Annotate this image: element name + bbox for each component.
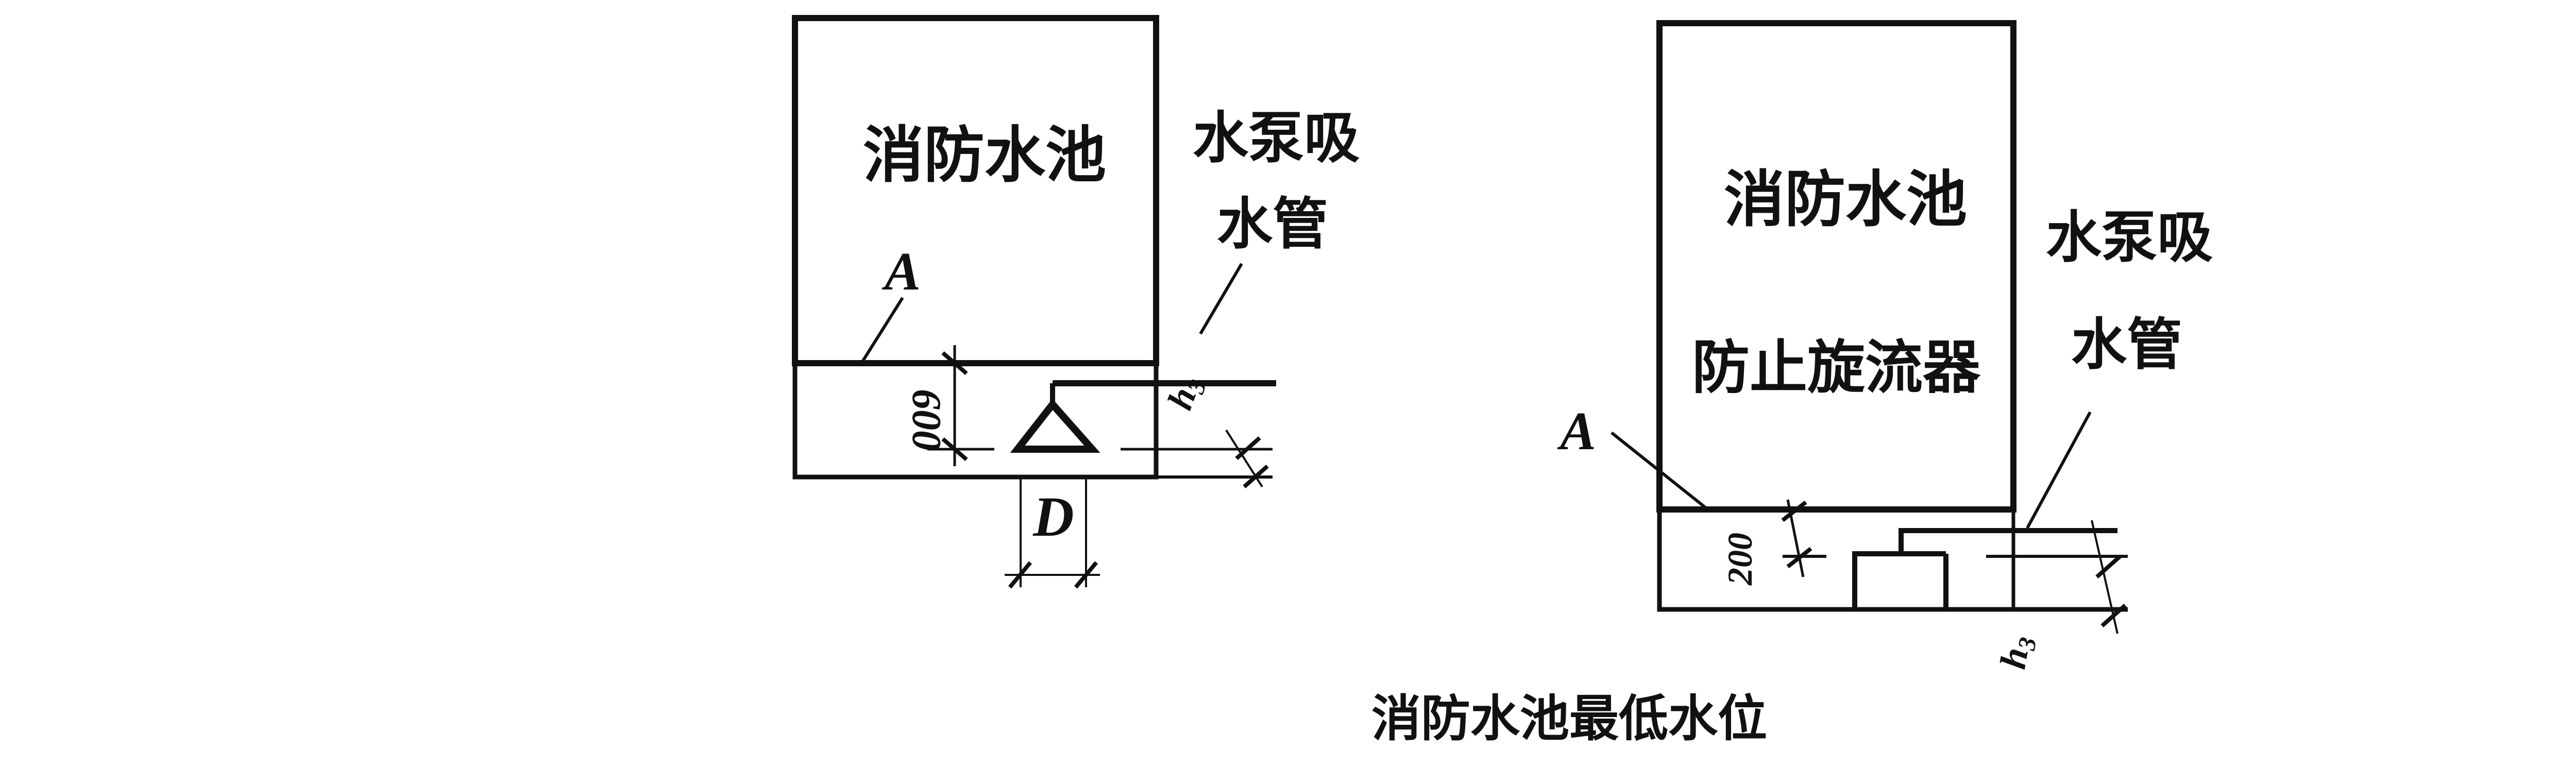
dim-tick xyxy=(1243,465,1269,488)
right-a-leader xyxy=(1611,431,1709,511)
right-sump-outline xyxy=(1657,509,2128,612)
dim-tick xyxy=(1008,561,1032,589)
left-diagram: 600 D h3 消防水池 水泵吸 水管 A xyxy=(792,15,1360,589)
dim-tick xyxy=(2100,604,2127,627)
left-sump-outline xyxy=(792,363,1159,480)
right-pipe-label-1: 水泵吸 xyxy=(2046,206,2213,270)
left-pool-label: 消防水池 xyxy=(863,120,1106,191)
right-pool-box xyxy=(1656,20,2016,513)
left-pipe-label-2: 水管 xyxy=(1217,192,1328,257)
right-pipe-label-2: 水管 xyxy=(2071,313,2182,377)
left-pool-box xyxy=(792,15,1159,366)
right-point-a: A xyxy=(1557,401,1596,461)
right-diagram: 200 h3 消防水池 防止旋流器 水泵吸 水管 A xyxy=(1557,20,2213,672)
left-a-leader xyxy=(860,297,904,364)
dim-tick xyxy=(1781,500,1807,522)
dim-tick xyxy=(1235,436,1261,460)
left-pipe-label-1: 水泵吸 xyxy=(1193,106,1360,171)
dim-tick xyxy=(2095,555,2122,578)
left-h3-label: h3 xyxy=(1160,371,1212,416)
right-h3-label: h3 xyxy=(1992,632,2042,672)
right-depth-dim: 200 xyxy=(1720,533,1759,586)
right-device-label: 防止旋流器 xyxy=(1692,334,1981,401)
left-bell-mouth xyxy=(1010,399,1100,453)
dim-tick xyxy=(1074,561,1098,589)
dim-tick xyxy=(941,437,968,462)
left-diameter-label: D xyxy=(1032,485,1074,548)
left-depth-dim: 600 xyxy=(904,389,949,451)
right-pool-label: 消防水池 xyxy=(1724,164,1967,235)
left-point-a: A xyxy=(882,241,921,301)
left-pipe-leader xyxy=(1199,263,1243,335)
right-suction-pipe xyxy=(1852,528,2117,609)
dim-tick xyxy=(941,351,968,376)
diagram-caption: 消防水池最低水位 xyxy=(1371,690,1767,747)
dim-tick xyxy=(1786,547,1812,569)
right-pipe-leader xyxy=(2026,411,2092,529)
